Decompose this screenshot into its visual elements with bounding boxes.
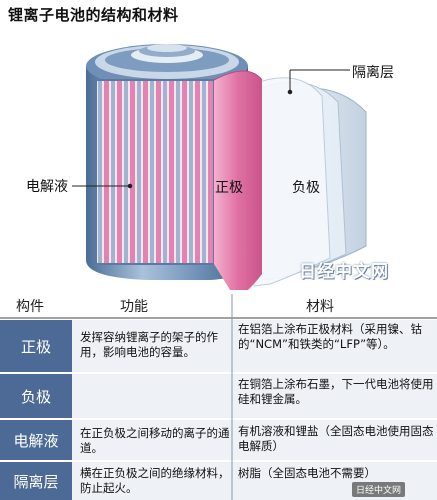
header-function: 功能 bbox=[120, 299, 148, 315]
table-row: 正极 发挥容纳锂离子的架子的作用，影响电池的容量。 在铝箔上涂布正极材料（采用镍… bbox=[0, 320, 437, 372]
source-badge: 日经中文网 bbox=[352, 482, 406, 497]
stripes bbox=[98, 80, 213, 264]
positive-label: 正极 bbox=[215, 180, 243, 196]
electrolyte-label: 电解液 bbox=[26, 179, 68, 195]
separator-label: 隔离层 bbox=[352, 65, 394, 81]
row-name: 正极 bbox=[0, 320, 72, 372]
row-material: 有机溶液和锂盐（全固态电池使用固态电解质） bbox=[238, 424, 434, 453]
watermark: 日经中文网 bbox=[299, 262, 389, 282]
table-header: 构件 功能 材料 bbox=[0, 294, 437, 318]
row-material: 在铝箔上涂布正极材料（采用镍、钴的“NCM”和铁类的“LFP”等）。 bbox=[238, 322, 422, 351]
table-row: 负极 在铜箔上涂布石墨，下一代电池将使用硅和锂金属。 bbox=[0, 374, 437, 418]
row-name: 电解液 bbox=[0, 420, 72, 460]
table-row: 电解液 在正负极之间移动的离子的通道。 有机溶液和锂盐（全固态电池使用固态电解质… bbox=[0, 420, 437, 460]
row-material: 树脂（全固态电池不需要） bbox=[238, 466, 376, 480]
row-name: 隔离层 bbox=[0, 462, 72, 500]
row-function: 横在正负极之间的绝缘材料，防止起火。 bbox=[80, 466, 230, 495]
header-component: 构件 bbox=[16, 299, 44, 315]
electrode-stack bbox=[95, 79, 215, 265]
component-table: 构件 功能 材料 正极 发挥容纳锂离子的架子的作用，影响电池的容量。 在铝箔上涂… bbox=[0, 294, 437, 500]
row-function: 发挥容纳锂离子的架子的作用，影响电池的容量。 bbox=[80, 330, 218, 359]
negative-label: 负极 bbox=[292, 180, 320, 196]
table-row: 隔离层 横在正负极之间的绝缘材料，防止起火。 树脂（全固态电池不需要） bbox=[0, 462, 437, 500]
row-name: 负极 bbox=[0, 374, 72, 418]
separator-sheet bbox=[243, 77, 347, 287]
header-material: 材料 bbox=[306, 299, 334, 315]
leader-lines bbox=[72, 69, 350, 189]
row-material: 在铜箔上涂布石墨，下一代电池将使用硅和锂金属。 bbox=[238, 377, 434, 406]
battery-diagram bbox=[72, 44, 367, 290]
row-function: 在正负极之间移动的离子的通道。 bbox=[80, 426, 230, 455]
diagram-title: 锂离子电池的结构和材料 bbox=[8, 6, 179, 24]
positive-sheet bbox=[213, 70, 263, 290]
